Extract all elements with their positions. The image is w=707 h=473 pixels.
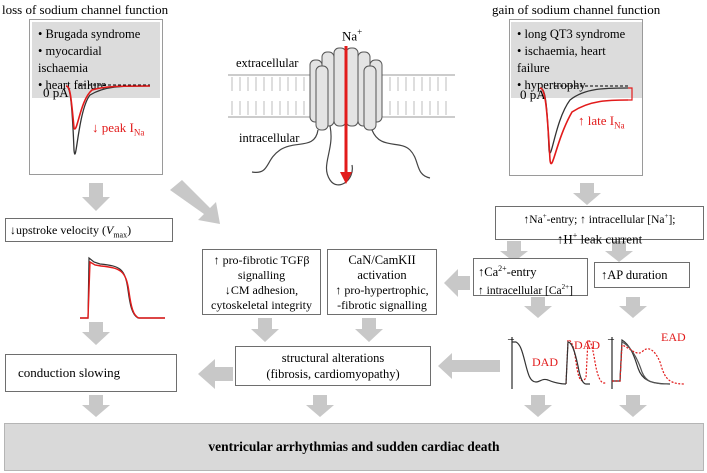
dad-label: DAD bbox=[574, 338, 600, 352]
dad-label: DAD bbox=[532, 355, 558, 369]
dash-marker: – bbox=[508, 331, 514, 345]
ead-traces bbox=[611, 337, 685, 389]
arrow-down bbox=[500, 241, 528, 262]
arrow-down bbox=[524, 297, 552, 318]
left-condition-item: • heart failure bbox=[38, 78, 107, 92]
upstroke-velocity-box: ↓upstroke velocity (Vmax) bbox=[5, 218, 173, 242]
arrow-diagonal bbox=[170, 180, 220, 224]
arrow-down bbox=[619, 395, 647, 417]
right-condition-item: • long QT3 syndrome bbox=[517, 27, 626, 41]
left-action-potential bbox=[80, 256, 165, 319]
dad-traces bbox=[511, 337, 606, 389]
dash-marker: – bbox=[608, 331, 614, 345]
arrow-down bbox=[82, 183, 110, 211]
flow-arrows bbox=[82, 180, 647, 417]
ca-entry-box: ↑Ca2+-entry ↑ intracellular [Ca2+] bbox=[473, 258, 588, 297]
arrow-down bbox=[82, 395, 110, 417]
intracellular-label: intracellular bbox=[239, 131, 300, 145]
arrow-down bbox=[251, 318, 279, 342]
can-camkii-box: CaN/CamKII activation ↑ pro-hypertrophic… bbox=[327, 249, 437, 315]
arrow-left bbox=[444, 269, 470, 297]
pro-fibrotic-box: ↑ pro-fibrotic TGFβ signalling ↓CM adhes… bbox=[202, 249, 321, 315]
title-loss-of-function: loss of sodium channel function bbox=[2, 2, 169, 17]
arrow-down bbox=[355, 318, 383, 342]
title-gain-of-function: gain of sodium channel function bbox=[492, 2, 661, 17]
sodium-channel-illustration bbox=[228, 46, 455, 186]
structural-alterations-box: structural alterations (fibrosis, cardio… bbox=[235, 346, 431, 386]
arrow-down bbox=[306, 395, 334, 417]
right-zero-pa-label: 0 pA bbox=[520, 87, 546, 102]
ap-duration-box: ↑AP duration bbox=[594, 262, 690, 288]
right-conditions-box: • long QT3 syndrome • ischaemia, heart f… bbox=[511, 22, 642, 98]
arrow-down bbox=[573, 183, 601, 205]
left-current-trace bbox=[65, 84, 151, 155]
left-peak-ina-label: ↓ peak INa bbox=[92, 120, 145, 138]
outcome-bar: ventricular arrhythmias and sudden cardi… bbox=[4, 423, 704, 471]
conduction-slowing-box: conduction slowing bbox=[5, 354, 177, 392]
left-zero-pa-label: 0 pA bbox=[43, 85, 69, 100]
left-condition-item: • Brugada syndrome bbox=[38, 27, 141, 41]
arrow-down bbox=[524, 395, 552, 417]
left-conditions-box: • Brugada syndrome • myocardial ischaemi… bbox=[32, 22, 160, 98]
ead-label: EAD bbox=[661, 330, 686, 344]
arrow-left bbox=[198, 359, 233, 389]
arrow-left bbox=[438, 353, 500, 379]
right-condition-item: • ischaemia, heart failure bbox=[517, 44, 606, 75]
right-late-ina-label: ↑ late INa bbox=[578, 113, 625, 131]
right-condition-item: • hypertrophy bbox=[517, 78, 586, 92]
extracellular-label: extracellular bbox=[236, 56, 299, 70]
right-current-trace bbox=[539, 85, 633, 165]
arrow-down bbox=[619, 297, 647, 318]
arrow-down bbox=[605, 241, 633, 262]
left-condition-item: • myocardial ischaemia bbox=[38, 44, 102, 75]
arrow-down bbox=[82, 322, 110, 345]
na-entry-box: ↑Na+-entry; ↑ intracellular [Na+]; ↑H+ l… bbox=[495, 206, 704, 246]
sodium-ion-label: Na+ bbox=[342, 27, 363, 44]
